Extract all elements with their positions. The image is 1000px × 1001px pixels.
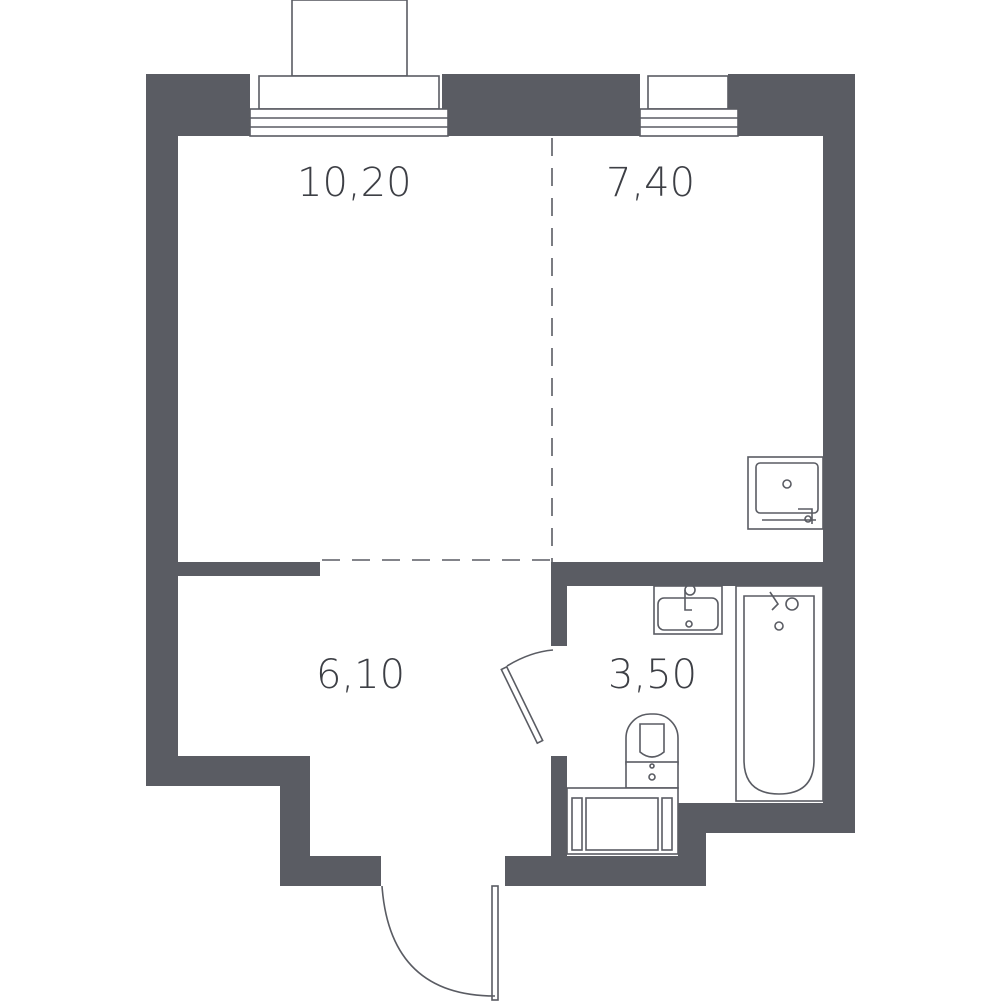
bathroom-door-icon	[500, 649, 554, 745]
hall-area: 6,10	[316, 652, 405, 698]
bathroom-left-wall-lower	[551, 756, 567, 886]
living-room-area: 10,20	[297, 160, 412, 206]
windows	[249, 0, 739, 137]
top-wall-middle	[442, 74, 640, 136]
living-window-frame	[249, 108, 449, 137]
toilet-icon	[625, 713, 679, 789]
partition-kitchen-bathroom	[551, 562, 823, 586]
hall-entry-wall-right	[505, 856, 705, 886]
hall-entry-wall-left	[280, 856, 381, 886]
washbasin-icon	[653, 584, 723, 635]
bathroom-left-wall-upper	[551, 562, 567, 646]
entrance-door-icon	[381, 885, 499, 1001]
right-wall	[823, 74, 855, 832]
walls	[146, 74, 855, 886]
balcony	[291, 0, 408, 77]
living-window-sill	[258, 75, 440, 110]
hall-bottom-wall	[146, 756, 306, 786]
bathroom-bottom-wall	[678, 803, 855, 833]
washing-machine-icon	[566, 787, 679, 855]
bathroom-area: 3,50	[608, 652, 697, 698]
kitchen-area: 7,40	[606, 160, 695, 206]
kitchen-window-sill	[647, 75, 729, 110]
kitchen-sink-icon	[747, 456, 824, 530]
kitchen-window-frame	[639, 108, 739, 137]
bathtub-icon	[735, 585, 824, 802]
partition-living-hall	[178, 562, 320, 576]
left-wall	[146, 74, 178, 786]
